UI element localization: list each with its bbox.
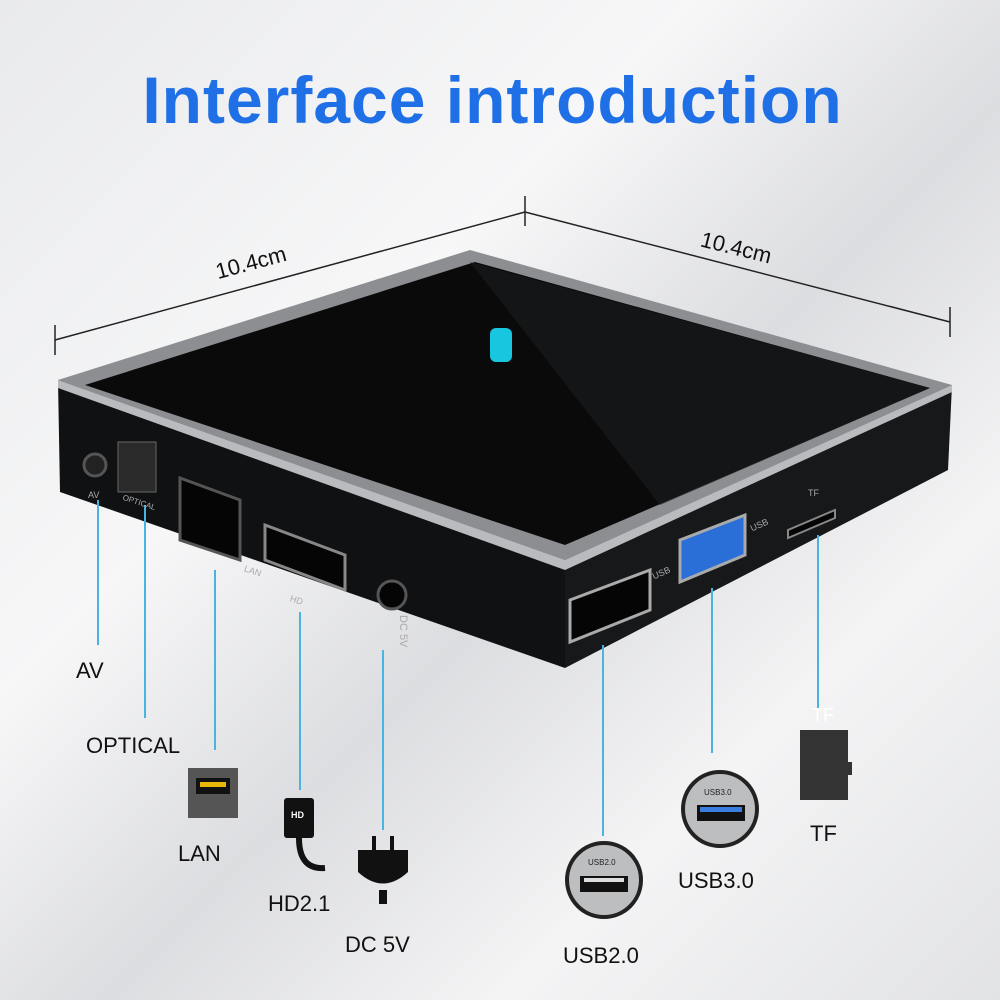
tf-card-text: TF (812, 705, 834, 725)
hd-plug-text: HD (291, 810, 304, 820)
usb2-icon-text: USB2.0 (588, 858, 616, 867)
page-title: Interface introduction (142, 63, 843, 137)
usb3-icon-text: USB3.0 (704, 788, 732, 797)
dc-marking: DC 5V (397, 615, 409, 648)
lan-port (178, 475, 242, 563)
usb3-port (678, 512, 747, 585)
dimension-lines (54, 196, 951, 355)
led-indicator (490, 328, 512, 362)
tf-card-icon (800, 730, 852, 800)
tf-slot (787, 508, 836, 540)
label-dc: DC 5V (345, 932, 410, 957)
power-plug-icon (358, 836, 408, 904)
hdmi-cable-icon (284, 798, 326, 872)
label-optical: OPTICAL (86, 733, 181, 758)
tf-marking: TF (808, 488, 819, 498)
label-lan: LAN (178, 841, 221, 866)
callout-lines (97, 500, 819, 836)
box-front-left-face (58, 380, 565, 668)
optical-port (117, 441, 157, 493)
label-usb2: USB2.0 (563, 943, 639, 968)
usb2-port-icon (565, 841, 643, 919)
label-tf: TF (810, 821, 837, 846)
label-usb3: USB3.0 (678, 868, 754, 893)
usb3-port-icon (681, 770, 759, 848)
dc-port (376, 579, 408, 611)
box-front-right-face (565, 385, 952, 668)
label-av: AV (76, 658, 104, 683)
usb2-port (568, 567, 652, 645)
depth-dimension-line (524, 211, 951, 323)
label-hd: HD2.1 (268, 891, 331, 916)
lan-jack-icon (188, 768, 238, 818)
width-dimension-line (54, 211, 526, 341)
hdmi-port (263, 522, 347, 593)
av-marking: AV (88, 490, 100, 500)
av-port (82, 452, 108, 478)
